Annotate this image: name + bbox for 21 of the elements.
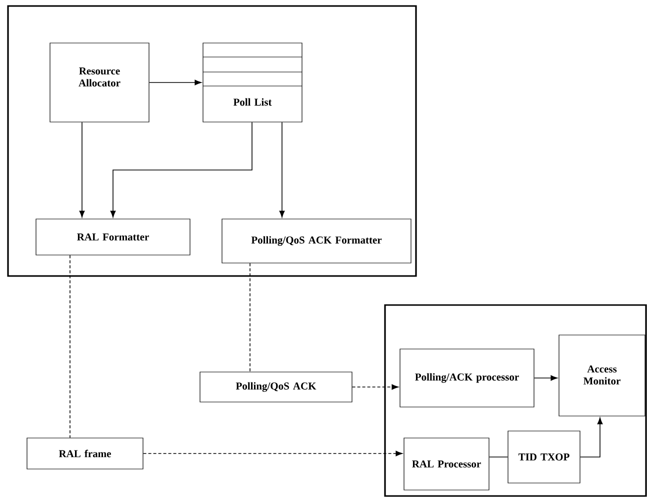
arrow bbox=[534, 375, 558, 381]
process-box: RAL frame bbox=[26, 438, 144, 470]
process-box: RAL Formatter bbox=[36, 218, 190, 256]
arrow bbox=[142, 450, 402, 456]
poll-list-table: Poll List bbox=[202, 42, 302, 122]
process-box: Access Monitor bbox=[558, 334, 646, 416]
process-box: RAL Processor bbox=[404, 438, 490, 490]
container-box bbox=[384, 304, 647, 497]
arrow bbox=[110, 122, 252, 218]
arrow bbox=[580, 418, 603, 458]
arrow bbox=[352, 384, 398, 390]
process-box: Polling/QoS ACK Formatter bbox=[222, 218, 412, 264]
process-box: Polling/QoS ACK bbox=[200, 372, 352, 402]
connector-line bbox=[488, 456, 508, 458]
process-box: Resource Allocator bbox=[50, 42, 150, 122]
arrow bbox=[148, 80, 202, 86]
arrow bbox=[279, 122, 285, 218]
process-box: Polling/ACK processor bbox=[400, 348, 534, 408]
container-box bbox=[7, 5, 417, 277]
process-box: TID TXOP bbox=[508, 430, 580, 484]
arrow bbox=[79, 122, 85, 218]
